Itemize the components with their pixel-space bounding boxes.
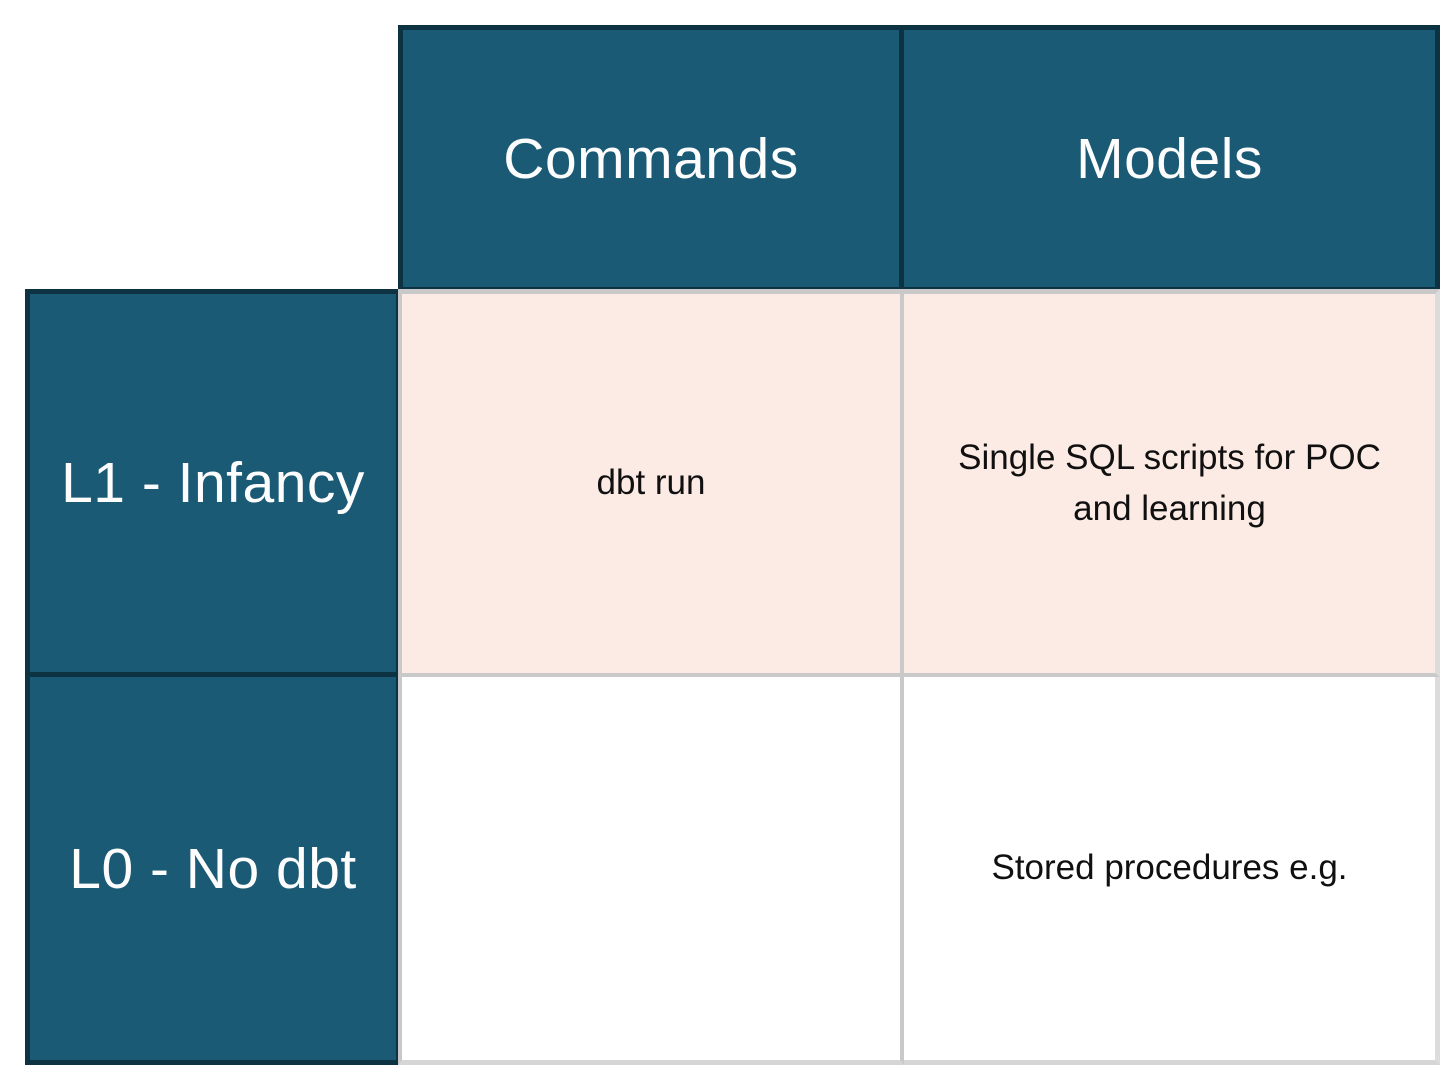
cell-l1-models: Single SQL scripts for POC and learning bbox=[904, 289, 1440, 677]
column-header-commands: Commands bbox=[398, 25, 904, 289]
column-header-models: Models bbox=[904, 25, 1440, 289]
row-header-l0-no-dbt: L0 - No dbt bbox=[25, 677, 398, 1065]
row-header-l1-infancy: L1 - Infancy bbox=[25, 289, 398, 677]
dbt-maturity-table: Commands Models L1 - Infancy dbt run Sin… bbox=[25, 25, 1440, 1065]
cell-l1-commands: dbt run bbox=[398, 289, 904, 677]
table-corner-spacer bbox=[25, 25, 398, 289]
cell-l0-models: Stored procedures e.g. bbox=[904, 677, 1440, 1065]
cell-l0-commands bbox=[398, 677, 904, 1065]
